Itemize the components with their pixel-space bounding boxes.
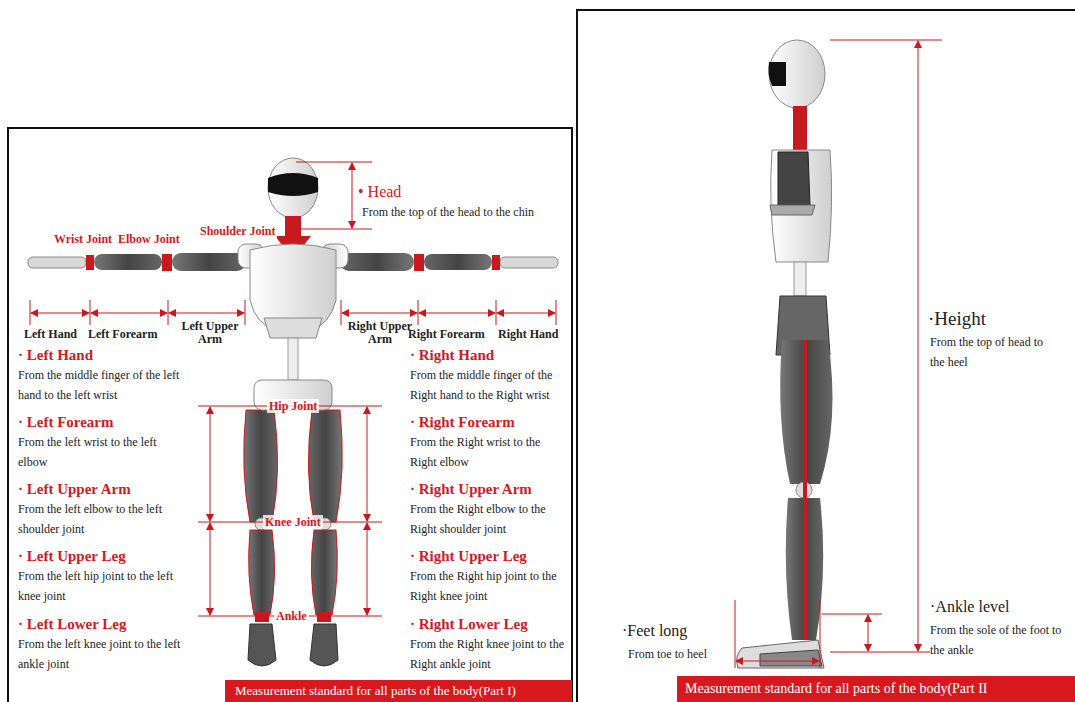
measure-note: From the left hip joint to the left knee…: [18, 566, 186, 606]
measure-note: From the Right knee joint to the Right a…: [410, 634, 568, 674]
measure-note: From the middle finger of the left hand …: [18, 365, 186, 405]
measure-note: From the middle finger of the Right hand…: [410, 365, 568, 405]
measure-note: From the sole of the foot to the ankle: [930, 620, 1068, 660]
measure-note: From the Right wrist to the Right elbow: [410, 432, 568, 472]
measure-note: From the left knee joint to the left ank…: [18, 634, 186, 674]
caption-band: Measurement standard for all parts of th…: [677, 676, 1075, 702]
side-robot: [737, 40, 833, 668]
measure-note: From the Right hip joint to the Right kn…: [410, 566, 568, 606]
head-note: From the top of the head to the chin: [362, 202, 534, 222]
joint-label: Wrist Joint: [52, 232, 114, 246]
joint-label: Elbow Joint: [116, 232, 182, 246]
joint-label: Knee Joint: [263, 515, 323, 529]
measure-heading: · Left Hand: [18, 345, 93, 365]
measure-heading: · Right Upper Leg: [410, 546, 527, 566]
dimension-lines: [735, 40, 942, 668]
measure-note: From the top of head to the heel: [930, 332, 1058, 372]
measure-heading: · Right Upper Arm: [410, 479, 532, 499]
panel-frame: [577, 10, 1075, 702]
measure-note: From the Right elbow to the Right should…: [410, 499, 568, 539]
measure-note: From the left elbow to the left shoulder…: [18, 499, 186, 539]
head-heading: • Head: [358, 181, 401, 203]
caption-text: Measurement standard for all parts of th…: [685, 681, 987, 696]
measure-heading: ·Feet long: [622, 620, 687, 642]
part-label: Right Forearm: [408, 327, 485, 341]
measure-heading: · Left Forearm: [18, 412, 114, 432]
part-label: Left Forearm: [88, 327, 157, 341]
joint-label: Shoulder Joint: [198, 224, 277, 238]
part-label: Right Upper Arm: [342, 320, 418, 346]
measure-heading: · Left Upper Leg: [18, 546, 126, 566]
caption-text: Measurement standard for all parts of th…: [235, 683, 516, 698]
measure-note: From the left wrist to the left elbow: [18, 432, 186, 472]
joint-label: Hip Joint: [267, 399, 319, 413]
measure-heading: · Right Lower Leg: [410, 614, 528, 634]
measure-heading: · Right Forearm: [410, 412, 515, 432]
measure-heading: · Left Lower Leg: [18, 614, 126, 634]
measure-heading: ·Height: [928, 306, 986, 331]
measure-note: From toe to heel: [628, 644, 707, 664]
joint-label: Ankle: [274, 609, 309, 623]
part-label: Left Upper Arm: [172, 320, 248, 346]
panel-frame: [8, 128, 572, 702]
measure-heading: ·Ankle level: [930, 596, 1010, 618]
part-label: Right Hand: [498, 327, 558, 341]
part-label: Left Hand: [24, 327, 77, 341]
measure-heading: · Right Hand: [410, 345, 494, 365]
measure-heading: · Left Upper Arm: [18, 479, 131, 499]
caption-band: Measurement standard for all parts of th…: [225, 680, 572, 702]
